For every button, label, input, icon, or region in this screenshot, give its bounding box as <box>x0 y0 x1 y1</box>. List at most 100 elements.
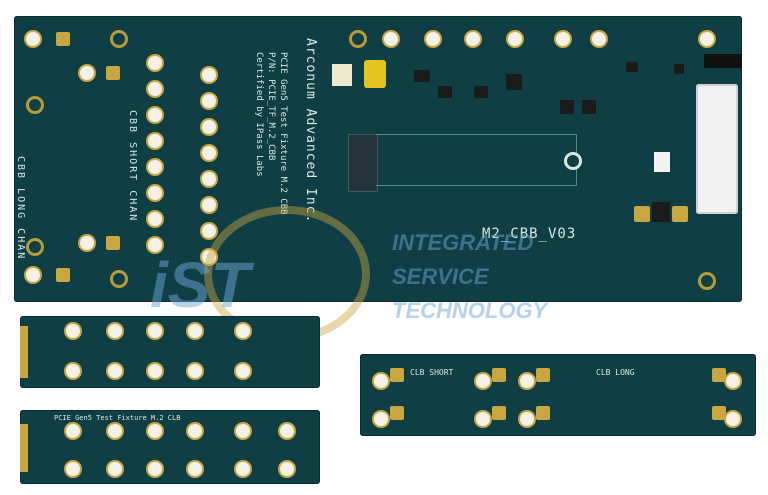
connector-gold <box>390 406 404 420</box>
edge-connector <box>20 424 28 472</box>
short-chan-label: CBB SHORT CHAN <box>127 110 138 223</box>
smp-connector <box>520 374 534 388</box>
clb-long-label: CLB LONG <box>596 368 635 377</box>
smp-connector <box>556 32 570 46</box>
yellow-capacitor <box>364 60 386 88</box>
spec-line: PCIE Gen5 Test Fixture M.2 CBB <box>278 52 288 215</box>
ic-chip <box>438 86 452 98</box>
smp-connector <box>66 324 80 338</box>
ic-chip <box>474 86 488 98</box>
connector-gold <box>492 368 506 382</box>
m2-test-card <box>20 316 320 388</box>
connector-gold <box>634 206 650 222</box>
connector-gold <box>492 406 506 420</box>
connector-gold <box>106 236 120 250</box>
smp-connector <box>188 462 202 476</box>
ic-chip <box>332 64 352 86</box>
smp-connector <box>66 364 80 378</box>
dip-switch <box>654 152 670 172</box>
edge-connector <box>20 326 28 378</box>
smp-connector <box>148 108 162 122</box>
model-label: M2_CBB_V03 <box>482 226 577 242</box>
smp-connector <box>700 32 714 46</box>
mounting-hole <box>26 238 44 256</box>
clb-short-label: CLB SHORT <box>410 368 454 377</box>
smp-connector <box>476 374 490 388</box>
pcb-trace <box>376 134 577 186</box>
watermark-line3: TECHNOLOGY <box>392 298 548 323</box>
smp-connector <box>188 424 202 438</box>
smp-connector <box>108 462 122 476</box>
ist-logo-text: iST <box>150 249 250 321</box>
ic-chip <box>506 74 522 90</box>
smp-connector <box>148 364 162 378</box>
smp-connector <box>280 424 294 438</box>
connector-gold <box>390 368 404 382</box>
smp-connector <box>466 32 480 46</box>
mounting-hole <box>698 272 716 290</box>
ic-chip <box>414 70 430 82</box>
smp-connector <box>148 186 162 200</box>
smp-connector <box>202 224 216 238</box>
smp-connector <box>202 94 216 108</box>
connector-gold <box>712 406 726 420</box>
smp-connector <box>148 324 162 338</box>
smp-connector <box>384 32 398 46</box>
smp-connector <box>236 364 250 378</box>
smp-connector <box>508 32 522 46</box>
spec-line: P/N: PCIE_TF_M.2_CBB <box>266 52 276 161</box>
company-label: Arconum Advanced Inc. <box>303 38 318 224</box>
connector-gold <box>536 368 550 382</box>
smp-connector <box>202 120 216 134</box>
power-connector <box>696 84 738 214</box>
smp-connector <box>108 324 122 338</box>
connector-gold <box>56 268 70 282</box>
main-pcb-board: CBB LONG CHAN CBB SHORT CHAN PCIE Gen5 T… <box>14 16 742 302</box>
smp-connector <box>280 462 294 476</box>
smp-connector <box>148 462 162 476</box>
m2-test-card: PCIE Gen5 Test Fixture M.2 CLB <box>20 410 320 484</box>
mounting-hole <box>26 96 44 114</box>
smp-connector <box>188 364 202 378</box>
smp-connector <box>520 412 534 426</box>
ic-chip <box>626 62 638 72</box>
smp-connector <box>726 374 740 388</box>
smp-connector <box>202 198 216 212</box>
smp-connector <box>80 66 94 80</box>
smp-connector <box>148 212 162 226</box>
smp-connector <box>80 236 94 250</box>
mounting-hole <box>110 30 128 48</box>
connector-gold <box>106 66 120 80</box>
smp-connector <box>148 160 162 174</box>
smp-connector <box>236 424 250 438</box>
smp-connector <box>148 238 162 252</box>
smp-connector <box>188 324 202 338</box>
connector-gold <box>672 206 688 222</box>
ic-chip <box>652 202 670 222</box>
long-chan-label: CBB LONG CHAN <box>15 156 26 261</box>
ic-chip <box>582 100 596 114</box>
smp-connector <box>148 82 162 96</box>
smp-connector <box>148 56 162 70</box>
barrel-jack <box>704 54 742 68</box>
smp-connector <box>202 172 216 186</box>
connector-gold <box>56 32 70 46</box>
smp-connector <box>374 374 388 388</box>
ic-chip <box>560 100 574 114</box>
smp-connector <box>148 134 162 148</box>
card-label: PCIE Gen5 Test Fixture M.2 CLB <box>54 414 181 422</box>
mounting-hole <box>110 270 128 288</box>
smp-connector <box>26 32 40 46</box>
smp-connector <box>592 32 606 46</box>
spec-line: Certified by IPass Labs <box>254 52 264 177</box>
mounting-hole <box>349 30 367 48</box>
smp-connector <box>26 268 40 282</box>
mounting-hole <box>564 152 582 170</box>
smp-connector <box>202 146 216 160</box>
smp-connector <box>108 424 122 438</box>
watermark-line2: SERVICE <box>392 264 489 289</box>
smp-connector <box>426 32 440 46</box>
connector-gold <box>712 368 726 382</box>
smp-connector <box>66 462 80 476</box>
smp-connector <box>726 412 740 426</box>
